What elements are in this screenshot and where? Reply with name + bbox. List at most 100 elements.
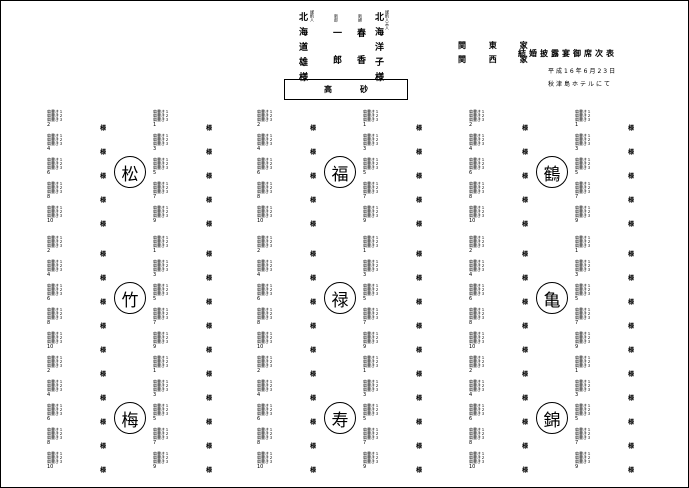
seat-number: 3: [363, 392, 367, 398]
honorific: 様: [522, 467, 529, 474]
seat-line: 肩書き２: [47, 455, 63, 460]
seat-line: 肩書き３: [153, 165, 169, 170]
honorific: 様: [310, 173, 317, 180]
seat-line: 肩書き３: [257, 141, 273, 146]
honorific: 様: [100, 371, 107, 378]
seat-line: 肩書き３: [257, 435, 273, 440]
seat-number: 7: [363, 194, 367, 200]
seat-line: 肩書き２: [153, 185, 169, 190]
seat-line: 肩書き２: [469, 263, 485, 268]
seat-line: 肩書き１: [47, 427, 63, 432]
seat-number: 1: [575, 368, 579, 374]
seat-line: 肩書き３: [575, 459, 591, 464]
seat-line: 肩書き１: [469, 427, 485, 432]
honorific: 様: [206, 467, 213, 474]
seat-line: 肩書き２: [363, 311, 379, 316]
seat-number: 5: [153, 296, 157, 302]
seat-line: 肩書き３: [257, 459, 273, 464]
seat-line: 肩書き３: [575, 243, 591, 248]
honorific: 様: [416, 197, 423, 204]
seat-number: 6: [469, 296, 473, 302]
honorific: 様: [628, 299, 635, 306]
seat-number: 2: [469, 248, 473, 254]
honorific: 様: [100, 275, 107, 282]
seat-line: 肩書き３: [363, 141, 379, 146]
seat-line: 肩書き２: [47, 431, 63, 436]
seat-line: 肩書き３: [575, 189, 591, 194]
seat-line: 肩書き３: [363, 435, 379, 440]
honorific: 様: [628, 173, 635, 180]
seat-line: 肩書き３: [575, 267, 591, 272]
honorific: 様: [100, 125, 107, 132]
seat-line: 肩書き１: [153, 283, 169, 288]
seat-line: 肩書き３: [257, 267, 273, 272]
seat-line: 肩書き３: [469, 459, 485, 464]
seat-line: 肩書き１: [257, 133, 273, 138]
seat-line: 肩書き２: [257, 455, 273, 460]
seat-line: 肩書き２: [469, 239, 485, 244]
seat-line: 肩書き１: [47, 355, 63, 360]
honorific: 様: [628, 419, 635, 426]
seat-line: 肩書き３: [257, 291, 273, 296]
seat-number: 6: [257, 416, 261, 422]
honorific: 様: [206, 443, 213, 450]
honorific: 様: [100, 323, 107, 330]
seat-line: 肩書き２: [469, 209, 485, 214]
seat-number: 10: [469, 464, 476, 470]
seat-line: 肩書き２: [469, 455, 485, 460]
seat-line: 肩書き２: [363, 185, 379, 190]
seat-number: 8: [469, 440, 473, 446]
seat-number: 8: [257, 320, 261, 326]
honorific: 様: [522, 149, 529, 156]
seat-number: 9: [575, 464, 579, 470]
honorific: 様: [522, 443, 529, 450]
seat-line: 肩書き１: [363, 157, 379, 162]
seat-line: 肩書き１: [153, 133, 169, 138]
seat-line: 肩書き３: [153, 267, 169, 272]
seat-number: 4: [469, 392, 473, 398]
seat-number: 3: [575, 392, 579, 398]
seat-line: 肩書き１: [257, 259, 273, 264]
seat-number: 7: [575, 440, 579, 446]
honorific: 様: [522, 125, 529, 132]
honorific: 様: [628, 149, 635, 156]
seat-number: 8: [257, 440, 261, 446]
seat-line: 肩書き２: [575, 287, 591, 292]
honorific: 様: [522, 371, 529, 378]
seat-number: 1: [575, 248, 579, 254]
seat-line: 肩書き２: [575, 209, 591, 214]
honorific: 様: [100, 221, 107, 228]
seat-number: 4: [257, 146, 261, 152]
table-name-badge: 寿: [324, 402, 356, 434]
head-table-takasago: 高 砂: [284, 79, 408, 100]
seat-number: 1: [363, 122, 367, 128]
seat-line: 肩書き１: [363, 283, 379, 288]
seat-line: 肩書き２: [47, 161, 63, 166]
table-name-badge: 梅: [114, 402, 146, 434]
table-name-badge: 禄: [324, 282, 356, 314]
seat-line: 肩書き１: [469, 235, 485, 240]
honorific: 様: [206, 395, 213, 402]
seat-line: 肩書き１: [257, 403, 273, 408]
seat-line: 肩書き３: [153, 435, 169, 440]
seat-line: 肩書き３: [153, 291, 169, 296]
honorific: 様: [628, 275, 635, 282]
nakodo-wife-name: 北海洋子様: [373, 12, 383, 87]
seat-line: 肩書き２: [47, 335, 63, 340]
